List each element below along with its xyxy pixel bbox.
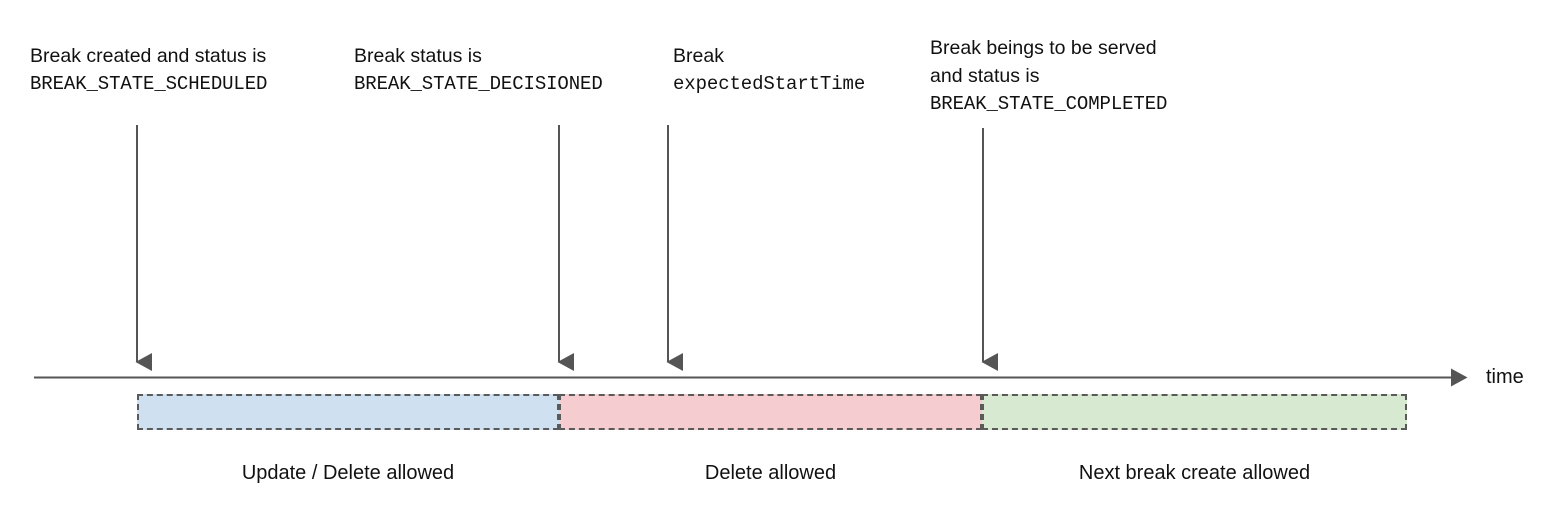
event-annotation-text-line2: and status is <box>930 65 1040 87</box>
event-annotation-text-line1: Break <box>673 45 724 67</box>
event-annotation-text-line1: Break status is <box>354 45 482 67</box>
event-annotation-code: BREAK_STATE_COMPLETED <box>930 93 1168 115</box>
event-annotation-scheduled: Break created and status is BREAK_STATE_… <box>30 42 267 98</box>
phase-bar-delete <box>559 394 982 430</box>
event-annotation-decisioned: Break status is BREAK_STATE_DECISIONED <box>354 42 603 98</box>
event-annotation-text-line1: Break beings to be served <box>930 37 1157 59</box>
event-annotation-text-line1: Break created and status is <box>30 45 267 67</box>
phase-caption-delete: Delete allowed <box>704 462 837 484</box>
event-annotation-expected-start: Break expectedStartTime <box>673 42 865 98</box>
phase-caption-next-create: Next break create allowed <box>1078 462 1311 484</box>
time-axis-label: time <box>1486 366 1524 388</box>
phase-bar-update-delete <box>137 394 559 430</box>
phase-bar-next-create <box>982 394 1407 430</box>
event-annotation-code: BREAK_STATE_SCHEDULED <box>30 73 268 95</box>
event-annotation-code: BREAK_STATE_DECISIONED <box>354 73 603 95</box>
event-annotation-code: expectedStartTime <box>673 73 866 95</box>
event-annotation-completed: Break beings to be served and status is … <box>930 34 1167 118</box>
phase-caption-update-delete: Update / Delete allowed <box>241 462 455 484</box>
